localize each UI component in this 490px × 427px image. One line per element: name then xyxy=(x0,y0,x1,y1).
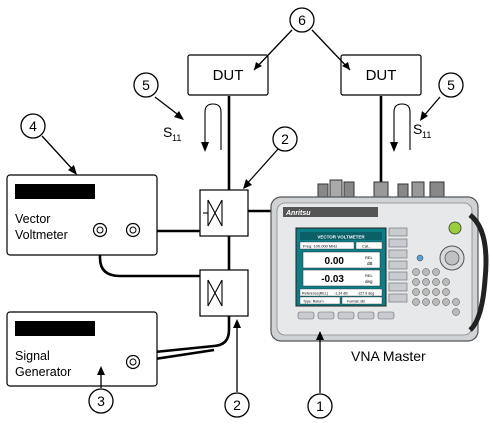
svg-text:3: 3 xyxy=(97,393,105,409)
screen-ref-deg: -127.9 deg xyxy=(357,292,374,296)
dut-left: DUT xyxy=(187,54,269,96)
screen-format: Format: dB xyxy=(347,300,365,304)
voltmeter-display xyxy=(15,184,95,199)
voltmeter-label-line1: Vector xyxy=(15,212,50,226)
callout-6: 6 xyxy=(289,7,315,33)
dut-right: DUT xyxy=(340,54,422,96)
s11-left-base: S xyxy=(163,124,172,140)
vna-screen: VECTOR VOLTMETER Freq: 100.000 MHz Cal..… xyxy=(295,227,387,307)
s11-loop-left: S 11 xyxy=(163,103,222,152)
dut-right-label: DUT xyxy=(366,67,397,84)
screen-ref-db: -1.34 dB xyxy=(334,292,348,296)
vna-brand: Anritsu xyxy=(285,210,311,217)
svg-text:5: 5 xyxy=(447,77,455,93)
siggen-label-line2: Generator xyxy=(15,365,71,379)
callout-5-right: 5 xyxy=(438,72,464,98)
callout-arrows xyxy=(41,96,441,392)
vector-voltmeter: Vector Voltmeter xyxy=(6,174,158,256)
screen-cal: Cal... xyxy=(362,244,371,249)
svg-text:4: 4 xyxy=(29,118,37,134)
siggen-display xyxy=(15,321,95,336)
screen-value-2: -0.03 xyxy=(321,274,344,285)
screen-unit-1b: dB xyxy=(367,261,373,266)
screen-value-1: 0.00 xyxy=(325,256,345,267)
screen-unit-2a: REL xyxy=(365,273,374,278)
cable-voltmeter-to-coupler-bottom xyxy=(98,230,214,291)
screen-type: Type: Return xyxy=(303,300,324,304)
svg-text:1: 1 xyxy=(316,398,324,414)
s11-left-sub: 11 xyxy=(172,133,181,143)
power-button-icon xyxy=(448,221,462,235)
voltmeter-label-line2: Voltmeter xyxy=(15,228,68,242)
callout-1: 1 xyxy=(307,393,333,419)
svg-text:2: 2 xyxy=(281,131,289,147)
vna-top-connectors xyxy=(317,179,445,199)
vna-bottom-keys xyxy=(297,311,395,320)
callout-2-top: 2 xyxy=(272,126,298,152)
screen-freq: Freq: 100.000 MHz xyxy=(303,244,337,249)
coupler-top xyxy=(199,189,249,237)
callout-4: 4 xyxy=(20,113,46,139)
screen-ref-label: Reference(REL) xyxy=(302,292,328,296)
vna-master-label: VNA Master xyxy=(351,348,426,364)
callout-2-bottom: 2 xyxy=(224,392,250,418)
vna-keypad xyxy=(412,221,465,316)
screen-title: VECTOR VOLTMETER xyxy=(317,235,365,240)
callout-5-left: 5 xyxy=(133,72,159,98)
svg-text:5: 5 xyxy=(142,77,150,93)
cable-left-dut-to-vna xyxy=(134,96,231,356)
vna-master: Anritsu VECTOR VOLTMETER Freq: 100.000 M… xyxy=(270,179,489,393)
coupler-bottom xyxy=(199,269,249,317)
vna-soft-keys xyxy=(388,227,408,303)
siggen-label-line1: Signal xyxy=(15,349,50,363)
s11-loop-right: S 11 xyxy=(390,103,431,152)
dut-left-label: DUT xyxy=(213,67,244,84)
s11-right-base: S xyxy=(413,121,422,137)
screen-unit-1a: REL xyxy=(365,255,374,260)
s11-right-sub: 11 xyxy=(422,130,431,140)
signal-generator: Signal Generator xyxy=(6,311,158,388)
callout-3: 3 xyxy=(88,388,114,414)
callout-6-arrows xyxy=(253,29,351,71)
svg-text:2: 2 xyxy=(233,397,241,413)
svg-text:6: 6 xyxy=(298,12,306,28)
screen-unit-2b: deg xyxy=(365,279,373,284)
